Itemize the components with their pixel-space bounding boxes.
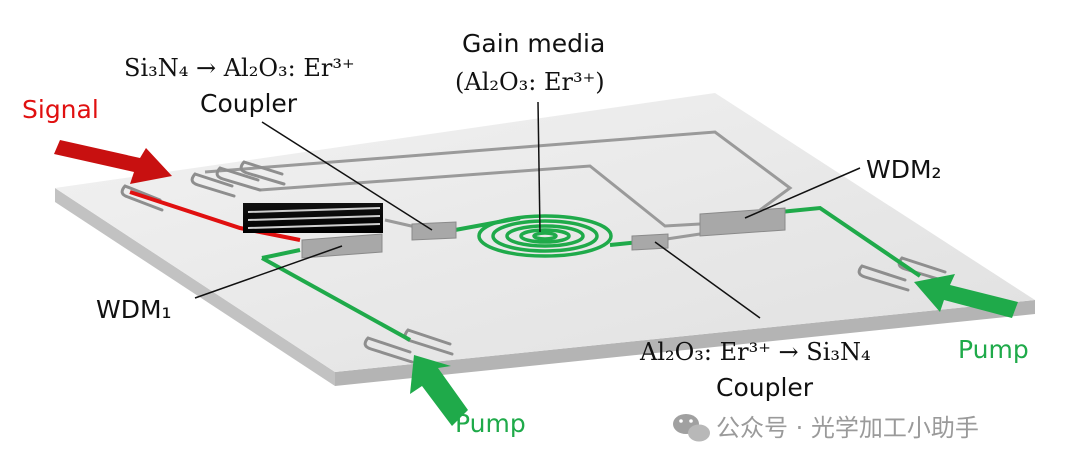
- signal-waveguide: [129, 190, 301, 242]
- leader-lines: [194, 101, 861, 319]
- coupler-out-label: Coupler: [716, 373, 814, 402]
- spiral-ring-4: [519, 228, 571, 244]
- leader-gain: [537, 101, 541, 233]
- spiral-ring-5: [532, 231, 558, 241]
- pump-waveguide-wdm1: [261, 248, 301, 260]
- pump-arrow-right: [914, 274, 1018, 318]
- grating-coupler-4: [239, 160, 286, 186]
- coupler-in-label: Coupler: [200, 89, 298, 118]
- grating-coupler-5: [857, 264, 910, 292]
- chip-side-front: [335, 300, 1035, 386]
- signal-label: Signal: [22, 95, 99, 124]
- leader-wdm2: [744, 167, 861, 219]
- grating-coupler-1: [120, 184, 164, 212]
- wdm2-device: [699, 207, 786, 237]
- gain-media-formula: (Al₂O₃: Er³⁺): [455, 68, 605, 96]
- chip-side-left: [55, 188, 335, 386]
- pump-waveguide-bottom: [261, 256, 411, 342]
- waveguide-outer-loop: [204, 130, 793, 212]
- spiral-ring-2: [491, 219, 599, 253]
- grating-coupler-7: [363, 336, 414, 364]
- grating-coupler-6: [897, 256, 950, 284]
- watermark-text: 公众号 · 光学加工小助手: [716, 414, 979, 442]
- grating-coupler-2: [190, 172, 236, 198]
- spiral-ring-1: [477, 214, 613, 258]
- grating-coupler-3: [215, 166, 262, 192]
- coupler-out-device: [631, 233, 669, 251]
- leader-coupler-out: [654, 241, 761, 319]
- coupler-in-formula: Si₃N₄ → Al₂O₃: Er³⁺: [124, 54, 355, 82]
- leader-wdm1: [194, 245, 343, 299]
- signal-arrow: [54, 140, 172, 184]
- pump-arrow-bottom: [410, 355, 468, 426]
- wdm2-label: WDM₂: [866, 155, 942, 184]
- pump-right-label: Pump: [958, 335, 1029, 364]
- spiral-ring-3: [505, 224, 585, 248]
- gain-media-title: Gain media: [462, 29, 605, 58]
- pump-bottom-label: Pump: [455, 409, 526, 438]
- pump-waveguides: [261, 205, 922, 342]
- watermark: 公众号 · 光学加工小助手: [673, 414, 979, 442]
- pump-waveguide-right: [779, 205, 922, 278]
- coupler-out-formula: Al₂O₃: Er³⁺ → Si₃N₄: [639, 338, 871, 366]
- taper-block: [243, 203, 383, 233]
- waveguide-inner-loop: [259, 164, 701, 228]
- wdm1-label: WDM₁: [96, 295, 172, 324]
- wechat-icon: [673, 414, 710, 442]
- leader-coupler-in: [261, 121, 433, 231]
- grating-couplers: [120, 160, 950, 364]
- coupler-in-device: [411, 221, 457, 241]
- devices: [301, 207, 786, 259]
- gain-spiral: [477, 214, 613, 258]
- taper-block-stripes: [247, 207, 381, 229]
